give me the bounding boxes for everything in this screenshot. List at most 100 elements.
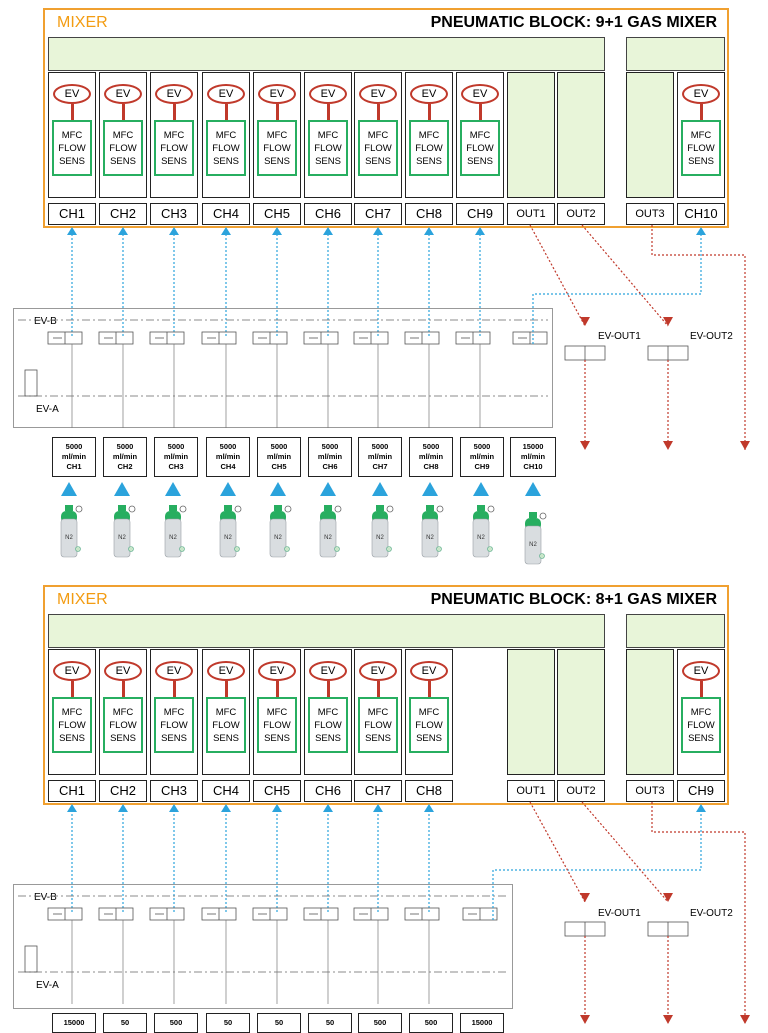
ev-b-label: EV-B — [34, 892, 57, 903]
regulator-gauge — [128, 505, 136, 513]
channel-label: CH7 — [354, 780, 402, 802]
flow-arrow-up — [169, 804, 179, 812]
mfc-line: SENS — [416, 733, 442, 744]
ev-valve-icon: EV — [410, 661, 448, 681]
channel-label: CH4 — [202, 780, 250, 802]
regulator-gauge — [179, 505, 187, 513]
ev-stem — [173, 681, 176, 697]
channel-label: CH9 — [456, 203, 504, 225]
ev-stem — [71, 104, 74, 120]
cylinder-body — [421, 518, 439, 558]
hose-coil — [284, 546, 290, 552]
out-label: OUT1 — [507, 203, 555, 225]
exhaust-arrow-down — [663, 317, 673, 326]
exhaust-line — [581, 801, 669, 903]
cylinder-label: N2 — [274, 535, 282, 541]
regulator-gauge — [539, 512, 547, 520]
mfc-line: FLOW — [58, 143, 86, 154]
mfc-line: MFC — [690, 707, 712, 718]
ev-stem — [428, 681, 431, 697]
ev-a-valve-symbol — [24, 945, 38, 973]
flow-text: 5000 — [219, 442, 237, 451]
out-column — [507, 72, 555, 198]
mfc-line: FLOW — [160, 720, 188, 731]
cylinder-label: N2 — [426, 535, 434, 541]
ev-stem — [377, 104, 380, 120]
out-label: OUT3 — [626, 203, 674, 225]
hose-coil — [179, 546, 185, 552]
flow-arrow-up — [169, 227, 179, 235]
ev-b-label: EV-B — [34, 316, 57, 327]
out-label: OUT2 — [557, 780, 605, 802]
ev-valve-icon: EV — [461, 84, 499, 104]
mfc-line: MFC — [163, 130, 185, 141]
ev-a-valve-symbol — [24, 369, 38, 397]
flow-text: ml/min — [469, 452, 495, 461]
cylinder-label: N2 — [169, 535, 177, 541]
mfc-line: MFC — [690, 130, 712, 141]
flow-arrow-up — [114, 482, 130, 496]
exhaust-arrow-down — [580, 317, 590, 326]
mfc-line: FLOW — [415, 720, 443, 731]
flow-arrow-up — [220, 482, 236, 496]
mfc-line: MFC — [317, 707, 339, 718]
ev-valve-icon: EV — [155, 661, 193, 681]
mfc-line: FLOW — [466, 143, 494, 154]
flow-text: 5000 — [116, 442, 134, 451]
flow-arrow-up — [422, 482, 438, 496]
flow-text: 15000 — [522, 442, 544, 451]
mfc-line: MFC — [367, 130, 389, 141]
mfc-line: SENS — [110, 733, 136, 744]
mixer-label: MIXER — [57, 591, 108, 608]
channel-label: CH6 — [304, 203, 352, 225]
flow-arrow-up — [118, 227, 128, 235]
flow-arrow-up — [67, 804, 77, 812]
flow-text: ml/min — [266, 452, 292, 461]
flow-text: 500 — [424, 1018, 438, 1027]
cylinder-valve — [324, 505, 332, 511]
mfc-line: MFC — [469, 130, 491, 141]
cylinder-body — [319, 518, 337, 558]
flow-text: ml/min — [367, 452, 393, 461]
mfc-line: MFC — [317, 130, 339, 141]
channel-label: CH6 — [304, 780, 352, 802]
cylinder-label: N2 — [224, 535, 232, 541]
exhaust-arrow-down — [663, 441, 673, 450]
out-label: OUT1 — [507, 780, 555, 802]
ev-valve-icon: EV — [53, 84, 91, 104]
manifold-bar-right — [626, 37, 725, 71]
cylinder-valve — [118, 505, 126, 511]
mfc-line: FLOW — [364, 720, 392, 731]
mfc-line: SENS — [264, 733, 290, 744]
flow-arrow-up — [424, 804, 434, 812]
ev-a-label: EV-A — [36, 404, 59, 415]
hose-coil — [539, 553, 545, 559]
flow-arrow-up — [323, 227, 333, 235]
channel-label: CH10 — [677, 203, 725, 225]
out-label: OUT3 — [626, 780, 674, 802]
cylinder-valve — [477, 505, 485, 511]
hose-coil — [334, 546, 340, 552]
mfc-line: FLOW — [212, 143, 240, 154]
mfc-line: MFC — [418, 130, 440, 141]
flow-text: ml/min — [520, 452, 546, 461]
cylinder-valve — [529, 512, 537, 518]
ev-stem — [276, 681, 279, 697]
